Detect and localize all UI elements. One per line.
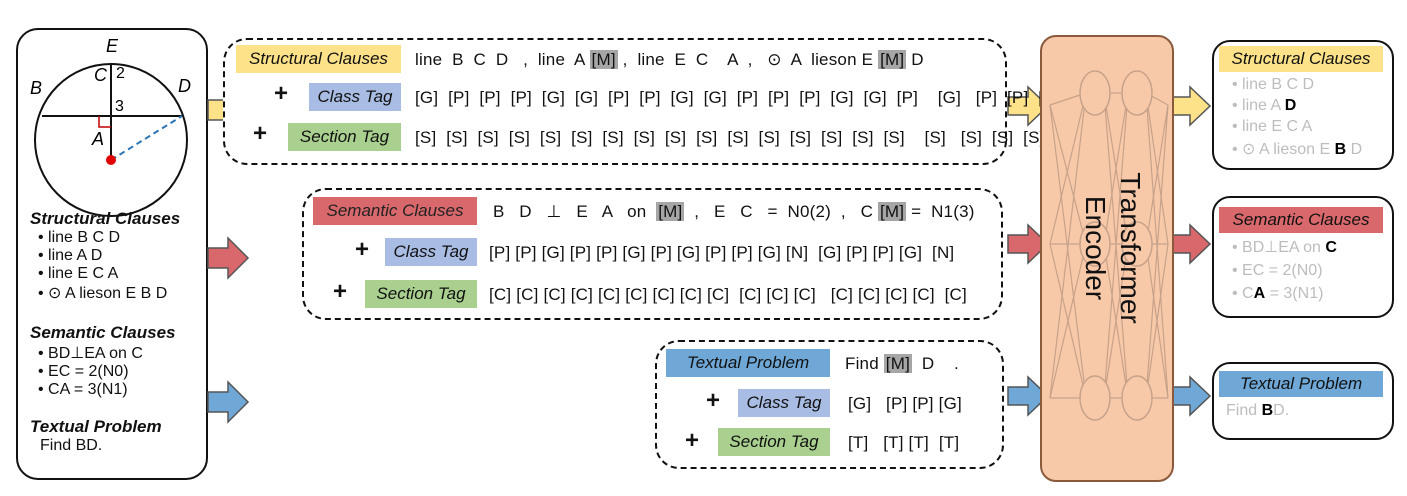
left-semantic-section: Semantic Clauses • BD⊥EA on C • EC = 2(N… [30, 323, 205, 399]
output-semantic-list: • BD⊥EA on C • EC = 2(N0) • CA = 3(N1) [1232, 237, 1337, 303]
output-structural-tag: Structural Clauses [1219, 46, 1383, 72]
output-structural-list: • line B C D • line A D • line E C A • ⊙… [1232, 76, 1362, 159]
textual-class-tag-label: Class Tag [738, 389, 830, 417]
output-structural-item: • ⊙ A lieson E B D [1232, 141, 1363, 158]
structural-section-tag-label: Section Tag [288, 123, 401, 151]
geometry-figure: E B C 2 D 3 A [30, 36, 191, 217]
semantic-class-tag-label: Class Tag [385, 238, 477, 266]
textual-class-tag-sequence: [G] [P] [P] [G] [848, 394, 962, 413]
label-a: A [91, 129, 104, 149]
center-point-a [106, 155, 116, 165]
output-arrow-semantic [1169, 223, 1212, 265]
mask-token: [M] [878, 50, 907, 69]
left-semantic-item: • EC = 2(N0) [38, 363, 129, 380]
right-angle-mark [98, 116, 111, 128]
structural-section-tag-sequence: [S] [S] [S] [S] [S] [S] [S] [S] [S] [S] … [415, 128, 1045, 147]
mask-token: [M] [656, 202, 685, 221]
textual-section-tag-label: Section Tag [718, 428, 830, 456]
encoder-arrow-structural [1007, 85, 1050, 127]
encoder-arrow-semantic [1007, 223, 1050, 265]
label-d: D [178, 76, 191, 96]
mask-token: [M] [589, 50, 618, 69]
segment-ad-dashed [110, 115, 183, 161]
plus-sign: + [706, 387, 721, 414]
plus-sign: + [355, 236, 370, 263]
mask-token: [M] [877, 202, 907, 221]
encoder-arrow-textual [1007, 375, 1050, 417]
label-3: 3 [115, 98, 124, 115]
left-textual-title: Textual Problem [30, 417, 162, 436]
left-semantic-title: Semantic Clauses [30, 323, 176, 342]
left-textual-text: Find BD. [40, 437, 103, 454]
textual-section-tag-sequence: [T] [T] [T] [T] [848, 433, 960, 452]
left-structural-item: • line B C D [38, 229, 121, 246]
left-semantic-item: • BD⊥EA on C [38, 345, 143, 362]
semantic-section-tag-label: Section Tag [365, 280, 477, 308]
textual-problem-tag: Textual Problem [666, 349, 830, 377]
left-structural-item: • ⊙ A lieson E B D [38, 285, 168, 302]
structural-class-tag-sequence: [G] [P] [P] [P] [G] [G] [P] [P] [G] [G] … [415, 88, 1060, 107]
semantic-token-sequence: B D ⊥ E A on [M] , E C = N0(2) , C [M] =… [493, 202, 975, 221]
textual-token-sequence: Find [M] D . [845, 354, 959, 373]
plus-sign: + [253, 120, 268, 147]
output-structural-item: • line E C A [1232, 118, 1313, 135]
output-structural-item: • line B C D [1232, 76, 1315, 93]
encoder-label-encoder: Encoder [1080, 195, 1111, 301]
label-c: C [94, 65, 108, 85]
output-textual-text: Find BD. [1226, 402, 1290, 419]
semantic-clauses-tag: Semantic Clauses [313, 197, 477, 225]
left-structural-item: • line A D [38, 247, 103, 264]
output-structural-item: • line A D [1232, 97, 1297, 114]
encoder-network-graph [1049, 70, 1169, 421]
structural-token-sequence: line B C D , line A [M] , line E C A , ⊙… [415, 50, 924, 69]
output-arrow-structural [1169, 85, 1212, 127]
plus-sign: + [685, 427, 700, 454]
left-semantic-item: • CA = 3(N1) [38, 381, 128, 398]
label-2: 2 [116, 65, 125, 82]
semantic-section-tag-sequence: [C] [C] [C] [C] [C] [C] [C] [C] [C] [C] … [489, 285, 967, 304]
output-arrow-textual [1169, 375, 1212, 417]
input-arrow-textual [207, 380, 250, 424]
structural-class-tag-label: Class Tag [309, 83, 401, 111]
input-arrow-semantic [207, 236, 250, 280]
plus-sign: + [333, 278, 348, 305]
plus-sign: + [274, 80, 289, 107]
output-semantic-item: • CA = 3(N1) [1232, 285, 1324, 302]
left-structural-title: Structural Clauses [30, 209, 181, 228]
mask-token: [M] [883, 354, 913, 373]
semantic-class-tag-sequence: [P] [P] [G] [P] [P] [G] [P] [G] [P] [P] … [489, 243, 955, 262]
label-b: B [30, 78, 42, 98]
structural-clauses-tag: Structural Clauses [236, 45, 401, 73]
output-semantic-item: • BD⊥EA on C [1232, 239, 1337, 256]
left-textual-section: Textual Problem Find BD. [30, 417, 205, 455]
output-semantic-tag: Semantic Clauses [1219, 207, 1383, 233]
encoder-label-transformer: Transformer [1115, 172, 1146, 324]
label-e: E [106, 36, 119, 56]
left-structural-section: Structural Clauses • line B C D • line A… [30, 209, 205, 303]
output-semantic-item: • EC = 2(N0) [1232, 262, 1323, 279]
output-textual-tag: Textual Problem [1219, 371, 1383, 397]
left-structural-item: • line E C A [38, 265, 119, 282]
